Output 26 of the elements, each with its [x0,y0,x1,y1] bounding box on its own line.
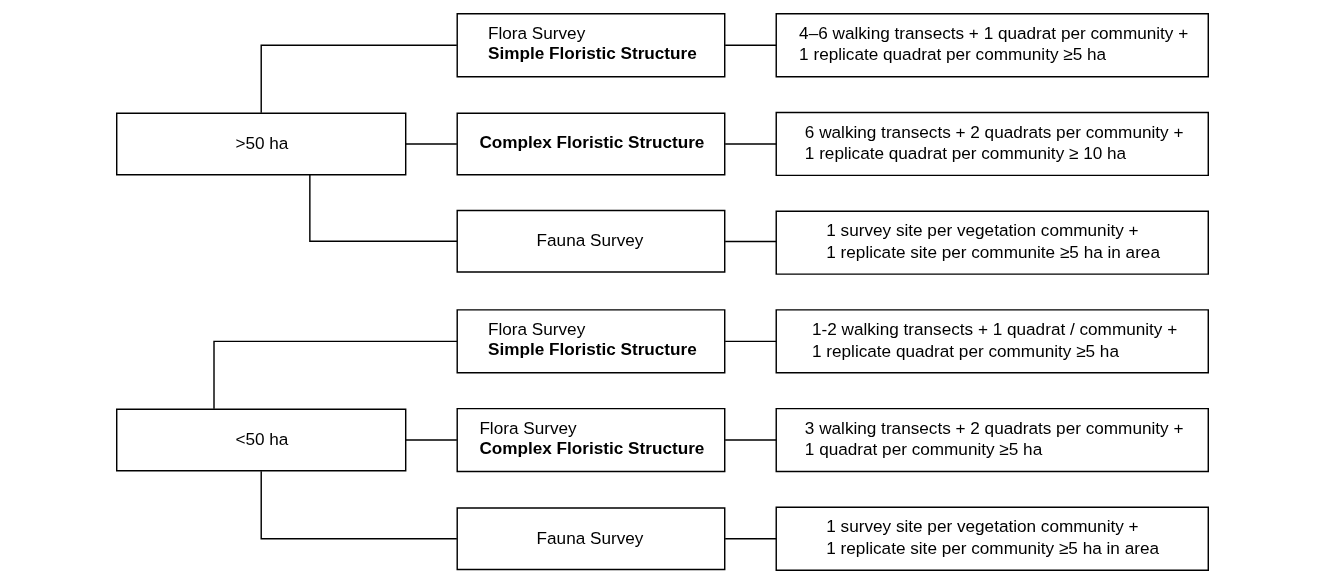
connector [309,174,458,242]
node-box: Flora Survey Complex Floristic Structure [456,407,726,473]
node-box: Fauna Survey [456,507,726,571]
connector [724,340,777,343]
connector [405,439,458,441]
connector [213,340,458,410]
connector [724,538,777,540]
node-box: 1 survey site per vegetation community + 1 replicate site per communite ≥5 ha in area [775,210,1209,275]
connector [260,470,458,540]
node-box: >50 ha [116,112,407,176]
node-box: Flora Survey Simple Floristic Structure [456,13,726,78]
connector [724,44,777,46]
node-box: 1-2 walking transects + 1 quadrat / community + 1 replicate quadrat per community ≥5 ha [775,309,1209,374]
connector [724,439,777,441]
node-box: Complex Floristic Structure [456,112,726,176]
connector [405,143,458,145]
node-box: Flora Survey Simple Floristic Structure [456,309,726,374]
node-box: Fauna Survey [456,209,726,273]
node-box: 3 walking transects + 2 quadrats per community + 1 quadrat per community ≥5 ha [775,407,1209,473]
node-box: 4–6 walking transects + 1 quadrat per community + 1 replicate quadrat per community ≥5 ha [775,13,1209,78]
node-box: 6 walking transects + 2 quadrats per community + 1 replicate quadrat per community ≥ 10 ha [775,111,1209,177]
node-box: <50 ha [116,408,407,472]
connector [724,143,777,145]
connector [724,240,777,243]
connector [260,44,458,114]
node-box: 1 survey site per vegetation community + 1 replicate site per community ≥5 ha in area [775,506,1209,571]
